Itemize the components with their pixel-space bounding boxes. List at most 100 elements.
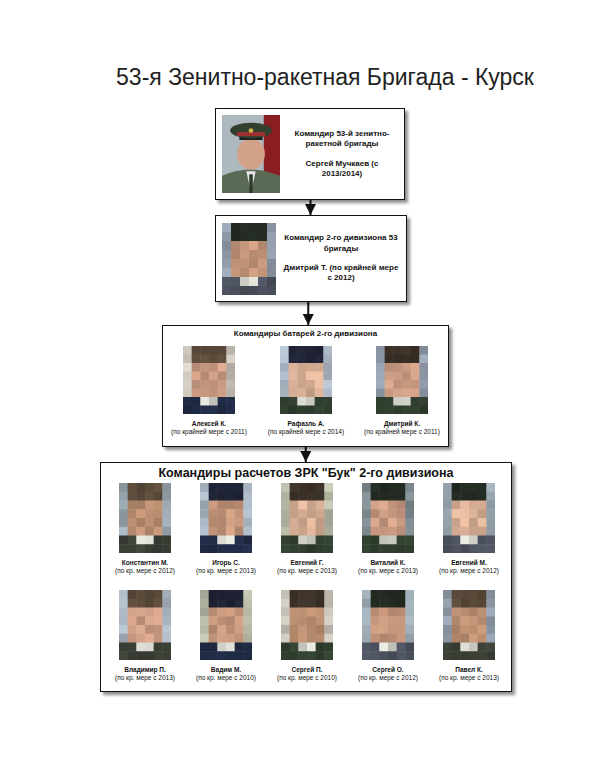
pixelated-photo-cell xyxy=(200,643,209,652)
pixelated-photo-cell xyxy=(460,518,469,527)
pixelated-photo-cell xyxy=(324,625,333,634)
pixelated-photo-cell xyxy=(486,536,495,545)
pixelated-photo-cell xyxy=(315,397,324,406)
pixelated-photo-cell xyxy=(209,346,218,355)
pixelated-photo-cell xyxy=(192,380,201,389)
pixelated-photo-cell xyxy=(307,651,316,660)
pixelated-photo-cell xyxy=(136,599,145,608)
text-column: Командир 53-й зенитно-ракетной бригадыСе… xyxy=(286,129,398,180)
pixelated-photo-cell xyxy=(388,643,397,652)
pixelated-photo-cell xyxy=(297,397,306,406)
pixelated-photo-cell xyxy=(298,483,307,492)
pixelated-photo-cell xyxy=(298,608,307,617)
person-card: Сергей П.(по кр. мере с 2010) xyxy=(267,590,347,682)
pixelated-photo-cell xyxy=(119,544,128,553)
pixelated-photo-cell xyxy=(145,599,154,608)
pixelated-photo-cell xyxy=(200,346,209,355)
pixelated-photo-cell xyxy=(385,389,394,398)
pixelated-photo-cell xyxy=(362,536,371,545)
pixelated-photo-cell xyxy=(460,634,469,643)
pixelated-photo-cell xyxy=(217,590,226,599)
pixelated-photo-cell xyxy=(362,651,371,660)
pixelated-photo-cell xyxy=(289,355,298,364)
pixelated-photo-cell xyxy=(411,406,420,415)
text-column: Командир 2-го дивизиона 53 бригадыДмитри… xyxy=(282,233,400,284)
pixelated-photo-cell xyxy=(452,501,461,510)
pixelated-photo-cell xyxy=(154,590,163,599)
pixelated-photo-cell xyxy=(397,616,406,625)
pixelated-photo-cell xyxy=(119,483,128,492)
pixelated-photo-cell xyxy=(371,518,380,527)
service-date: (по кр. мере с 2013) xyxy=(267,567,347,575)
pixelated-photo-cell xyxy=(136,590,145,599)
pixelated-photo-cell xyxy=(411,380,420,389)
pixelated-photo-cell xyxy=(371,536,380,545)
pixelated-photo-cell xyxy=(218,363,227,372)
pixelated-photo-cell xyxy=(128,643,137,652)
pixelated-photo-cell xyxy=(136,483,145,492)
pixelated-photo-cell xyxy=(162,509,171,518)
pixelated-photo-cell xyxy=(411,389,420,398)
pixelated-photo-cell xyxy=(419,346,428,355)
pixelated-photo-cell xyxy=(486,634,495,643)
pixelated-photo-cell xyxy=(218,380,227,389)
pixelated-photo-cell xyxy=(405,483,414,492)
pixelated-photo-cell xyxy=(154,509,163,518)
person-card: Дмитрий К.(по крайней мере с 2011) xyxy=(358,346,446,436)
pixelated-photo-cell xyxy=(235,608,244,617)
pixelated-photo-cell xyxy=(154,492,163,501)
pixelated-photo-cell xyxy=(443,634,452,643)
pixelated-photo-cell xyxy=(136,501,145,510)
pixelated-photo-cell xyxy=(240,286,250,295)
pixelated-photo-cell xyxy=(243,536,252,545)
pixelated-photo-cell xyxy=(460,651,469,660)
pixelated-photo-cell xyxy=(379,492,388,501)
person-name: Константин М. xyxy=(105,559,185,567)
pixelated-photo-cell xyxy=(388,501,397,510)
pixelated-photo-cell xyxy=(217,634,226,643)
pixelated-photo-cell xyxy=(235,483,244,492)
pixelated-photo-cell xyxy=(469,527,478,536)
pixelated-photo-cell xyxy=(379,599,388,608)
pixelated-photo-cell xyxy=(452,509,461,518)
pixelated-photo-cell xyxy=(243,643,252,652)
portrait-photo xyxy=(119,590,171,660)
pixelated-photo-cell xyxy=(486,509,495,518)
pixelated-photo-cell xyxy=(226,346,235,355)
pixelated-photo-cell xyxy=(162,599,171,608)
cap-crown xyxy=(230,123,272,139)
pixelated-photo-cell xyxy=(405,590,414,599)
pixelated-photo-cell xyxy=(323,363,332,372)
pixelated-photo-cell xyxy=(306,346,315,355)
pixelated-photo-cell xyxy=(226,363,235,372)
pixelated-photo-cell xyxy=(469,616,478,625)
pixelated-photo-cell xyxy=(192,397,201,406)
pixelated-photo-cell xyxy=(443,527,452,536)
pixelated-photo-cell xyxy=(281,590,290,599)
pixelated-photo-cell xyxy=(478,536,487,545)
pixelated-photo-cell xyxy=(226,544,235,553)
pixelated-photo-cell xyxy=(289,346,298,355)
pixelated-photo-cell xyxy=(200,544,209,553)
pixelated-photo-cell xyxy=(119,501,128,510)
pixelated-photo-cell xyxy=(452,599,461,608)
pixelated-photo-cell xyxy=(128,518,137,527)
pixelated-photo-cell xyxy=(385,372,394,381)
pixelated-photo-cell xyxy=(402,372,411,381)
pixelated-photo-cell xyxy=(388,518,397,527)
pixelated-photo-cell xyxy=(162,518,171,527)
pixelated-photo-cell xyxy=(397,599,406,608)
pixelated-photo-cell xyxy=(145,509,154,518)
pixelated-photo-cell xyxy=(226,355,235,364)
pixelated-photo-cell xyxy=(267,223,276,233)
pixelated-photo-cell xyxy=(393,406,402,415)
pixelated-photo-cell xyxy=(281,492,290,501)
pixelated-photo-cell xyxy=(222,268,232,278)
pixelated-photo-cell xyxy=(371,527,380,536)
pixelated-photo-cell xyxy=(136,536,145,545)
pixelated-photo-cell xyxy=(393,389,402,398)
pixelated-photo-cell xyxy=(371,625,380,634)
pixelated-photo-cell xyxy=(316,616,325,625)
pixelated-photo-cell xyxy=(393,380,402,389)
